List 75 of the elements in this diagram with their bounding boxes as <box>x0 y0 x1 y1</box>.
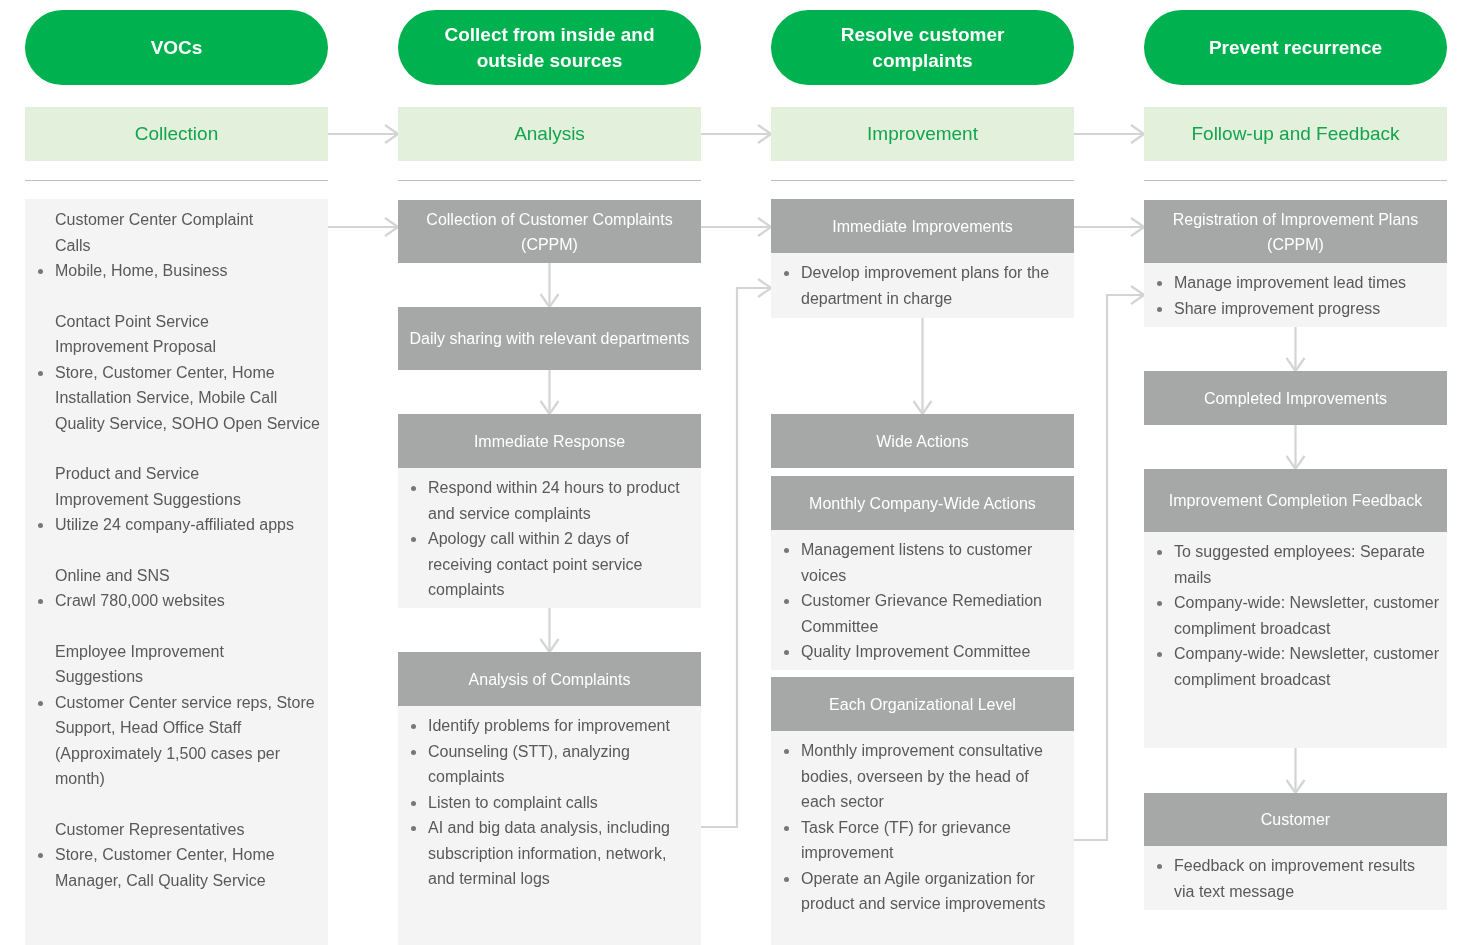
step-header: Immediate Improvements <box>771 199 1074 253</box>
step-detail-panel <box>398 468 701 608</box>
source-heading: Employee Improvement Suggestions <box>55 641 225 687</box>
bullet-item: Management listens to customer voices <box>801 540 1034 586</box>
source-heading: Product and Service Improvement Suggestions <box>55 464 242 510</box>
step-detail-panel <box>398 706 701 945</box>
arrow <box>539 370 560 416</box>
arrow <box>1074 123 1146 145</box>
bullet-item: Counseling (STT), analyzing complaints <box>428 741 631 787</box>
bullet-item: Store, Customer Center, Home Installation Service, Mobile Call Quality Service, SOHO Open Service <box>55 362 320 434</box>
arrow <box>1285 327 1306 373</box>
bullet-item: Utilize 24 company-affiliated apps <box>55 515 295 535</box>
bullet-item: Company-wide: Newsletter, customer compliment broadcast <box>1174 593 1439 639</box>
step-header: Each Organizational Level <box>771 677 1074 731</box>
source-heading: Online and SNS <box>55 565 171 586</box>
arrow <box>1285 748 1306 795</box>
bullet-item: Develop improvement plans for the department in charge <box>801 263 1051 309</box>
bullet-item: Identify problems for improvement <box>428 716 671 736</box>
step-detail-panel <box>771 731 1074 945</box>
step-detail-panel <box>1144 263 1447 327</box>
arrow <box>701 123 773 145</box>
step-header: Collection of Customer Complaints (CPPM) <box>398 200 701 263</box>
step-detail-panel <box>1144 846 1447 910</box>
step-detail-panel <box>771 530 1074 670</box>
arrow <box>539 263 560 309</box>
voc-panel <box>25 199 328 945</box>
stage-bar: Collection <box>25 107 328 161</box>
bullet-item: Manage improvement lead times <box>1174 273 1408 293</box>
step-header: Improvement Completion Feedback <box>1144 469 1447 532</box>
bullet-item: Task Force (TF) for grievance improvement <box>801 817 1012 863</box>
bullet-item: Listen to complaint calls <box>428 792 599 813</box>
arrow <box>539 608 560 654</box>
bullet-item: Customer Center service reps, Store Support, Head Office Staff (Approximately 1,500 cases per month) <box>55 692 316 789</box>
bullet-item: Quality Improvement Committee <box>801 642 1032 662</box>
bullet-item: Operate an Agile organization for product and service improvements <box>801 868 1047 914</box>
bullet-item: AI and big data analysis, including subscription information, network, and terminal logs <box>428 818 671 889</box>
source-heading: Customer Representatives <box>55 819 246 840</box>
step-header: Registration of Improvement Plans (CPPM) <box>1144 200 1447 263</box>
stage-bar: Improvement <box>771 107 1074 161</box>
step-detail-panel <box>1144 532 1447 748</box>
step-detail-panel <box>771 253 1074 318</box>
bullet-item: Mobile, Home, Business <box>55 261 229 281</box>
arrow <box>1074 284 1146 842</box>
bullet-item: Monthly improvement consultative bodies, overseen by the head of each sector <box>801 741 1044 812</box>
bullet-item: Feedback on improvement results via text message <box>1174 856 1416 902</box>
stage-pill: Resolve customer complaints <box>771 10 1074 85</box>
arrow <box>1074 216 1146 238</box>
step-header: Wide Actions <box>771 414 1074 468</box>
source-heading: Contact Point Service Improvement Proposal <box>55 311 217 357</box>
arrow <box>701 216 773 238</box>
arrow <box>328 123 400 145</box>
bullet-item: Share improvement progress <box>1174 298 1382 319</box>
bullet-item: Apology call within 2 days of receiving contact point service complaints <box>428 529 644 600</box>
bullet-item: Company-wide: Newsletter, customer compliment broadcast <box>1174 644 1439 690</box>
step-header: Monthly Company-Wide Actions <box>771 476 1074 530</box>
arrow <box>1285 425 1306 471</box>
arrow <box>701 277 773 829</box>
step-header: Daily sharing with relevant departments <box>398 307 701 370</box>
arrow <box>328 216 400 238</box>
stage-pill: Collect from inside and outside sources <box>398 10 701 85</box>
bullet-item: Customer Grievance Remediation Committee <box>801 591 1043 637</box>
step-header: Analysis of Complaints <box>398 652 701 706</box>
bullet-item: Store, Customer Center, Home Manager, Call Quality Service <box>55 845 276 891</box>
stage-pill: VOCs <box>25 10 328 85</box>
stage-bar: Follow-up and Feedback <box>1144 107 1447 161</box>
step-header: Customer <box>1144 793 1447 846</box>
stage-pill: Prevent recurrence <box>1144 10 1447 85</box>
arrow <box>912 318 933 416</box>
source-heading: Customer Center Complaint Calls <box>55 210 255 256</box>
stage-bar: Analysis <box>398 107 701 161</box>
bullet-item: Crawl 780,000 websites <box>55 591 226 611</box>
bullet-item: Respond within 24 hours to product and service complaints <box>428 478 681 524</box>
step-header: Completed Improvements <box>1144 371 1447 425</box>
step-header: Immediate Response <box>398 414 701 468</box>
bullet-item: To suggested employees: Separate mails <box>1174 542 1426 588</box>
